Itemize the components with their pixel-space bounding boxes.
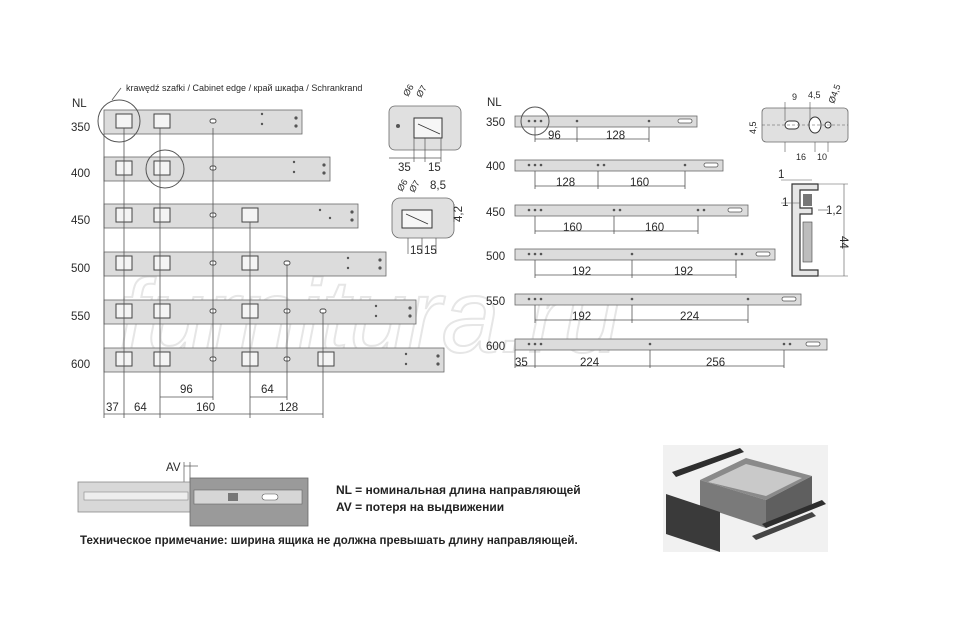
detail-rt-dim-10: 10 bbox=[817, 152, 827, 162]
right-row-label-450: 450 bbox=[486, 207, 505, 219]
right-row-label-550: 550 bbox=[486, 296, 505, 308]
detail-lower-dim-4-2: 4,2 bbox=[453, 206, 465, 222]
right-nl-header: NL bbox=[487, 97, 502, 109]
right-rail-450 bbox=[514, 204, 749, 217]
right-dim-600-b: 224 bbox=[580, 357, 600, 369]
left-row-label-350: 350 bbox=[71, 122, 90, 134]
right-rail-400 bbox=[514, 159, 724, 172]
right-dim-350-b: 128 bbox=[606, 130, 625, 142]
left-reference-lines bbox=[103, 128, 324, 418]
right-dim-550-a: 192 bbox=[572, 311, 591, 323]
left-rail-450 bbox=[103, 203, 359, 229]
detail-lower-dim-15a: 15 bbox=[410, 245, 423, 257]
av-diagram: AV bbox=[77, 462, 309, 527]
left-nl-header: NL bbox=[72, 98, 87, 110]
detail-rt-dim-16: 16 bbox=[796, 152, 806, 162]
profile-dim-1-mid: 1 bbox=[782, 197, 788, 209]
detail-rt-dim-4-5-side: 4,5 bbox=[748, 121, 758, 134]
left-rail-400 bbox=[103, 156, 331, 182]
left-dim-96: 96 bbox=[180, 384, 193, 396]
detail-lower-dia-6: Ø6 bbox=[395, 178, 410, 193]
left-dim-64-top: 64 bbox=[261, 384, 274, 396]
left-rail-end-holes bbox=[260, 112, 440, 366]
left-row-label-400: 400 bbox=[71, 168, 90, 180]
right-rail-holes bbox=[527, 119, 792, 346]
left-detail-circle-2 bbox=[145, 149, 185, 189]
right-rail-500 bbox=[514, 248, 776, 261]
right-row-label-500: 500 bbox=[486, 251, 505, 263]
left-rail-550 bbox=[103, 299, 417, 325]
left-rail-diagram: NL krawędź szafki / Cabinet edge / край … bbox=[71, 83, 445, 418]
right-rail-600 bbox=[514, 338, 828, 351]
left-dim-64: 64 bbox=[134, 402, 147, 414]
right-dim-350-a: 96 bbox=[548, 130, 561, 142]
detail-upper: Ø6 Ø7 35 15 bbox=[388, 83, 462, 174]
right-rail-slots bbox=[677, 118, 821, 347]
right-dim-450-b: 160 bbox=[645, 222, 664, 234]
technical-note: Техническое примечание: ширина ящика не … bbox=[80, 535, 578, 547]
detail-lower-dim-8-5: 8,5 bbox=[430, 180, 446, 192]
detail-rt-dim-9: 9 bbox=[792, 92, 797, 102]
profile-dim-44: 44 bbox=[837, 236, 849, 249]
detail-rt-dim-4-5: 4,5 bbox=[808, 90, 821, 100]
drawer-product-image bbox=[663, 445, 828, 552]
detail-lower: Ø6 Ø7 8,5 4,2 15 15 bbox=[391, 178, 465, 257]
left-dim-37: 37 bbox=[106, 402, 119, 414]
left-dim-160: 160 bbox=[196, 402, 215, 414]
right-row-label-350: 350 bbox=[486, 117, 505, 129]
profile-dim-1-2: 1,2 bbox=[826, 205, 842, 217]
legend-av: AV = потеря на выдвижении bbox=[336, 500, 504, 514]
detail-upper-dim-15: 15 bbox=[428, 162, 441, 174]
detail-upper-dia-7: Ø7 bbox=[414, 84, 429, 99]
left-detail-circle-1 bbox=[97, 99, 141, 143]
cabinet-edge-label: krawędź szafki / Cabinet edge / край шка… bbox=[126, 83, 362, 93]
rail-profile: 1 1 1,2 44 bbox=[778, 169, 849, 277]
right-rail-350 bbox=[514, 115, 698, 128]
left-row-label-450: 450 bbox=[71, 215, 90, 227]
right-dim-400-b: 160 bbox=[630, 177, 649, 189]
av-label: AV bbox=[166, 462, 181, 474]
detail-lower-dia-7: Ø7 bbox=[407, 179, 422, 194]
right-dim-400-a: 128 bbox=[556, 177, 575, 189]
right-rail-550 bbox=[514, 293, 802, 306]
left-row-label-600: 600 bbox=[71, 359, 90, 371]
right-row-label-600: 600 bbox=[486, 341, 505, 353]
profile-dim-1-top: 1 bbox=[778, 169, 784, 181]
left-row-label-500: 500 bbox=[71, 263, 90, 275]
detail-right-top: 9 4,5 Ø4,5 4,5 16 10 bbox=[748, 83, 849, 162]
right-dim-600-c: 256 bbox=[706, 357, 725, 369]
detail-lower-dim-15b: 15 bbox=[424, 245, 437, 257]
left-dim-128: 128 bbox=[279, 402, 298, 414]
right-dimension-lines bbox=[514, 127, 785, 368]
right-dim-500-a: 192 bbox=[572, 266, 591, 278]
right-dim-600-a: 35 bbox=[515, 357, 528, 369]
detail-rt-dia-4-5: Ø4,5 bbox=[826, 83, 842, 105]
right-row-label-400: 400 bbox=[486, 161, 505, 173]
legend-nl: NL = номинальная длина направляющей bbox=[336, 483, 581, 497]
right-dim-500-b: 192 bbox=[674, 266, 693, 278]
left-dimension-lines bbox=[104, 396, 323, 415]
detail-upper-dim-35: 35 bbox=[398, 162, 411, 174]
right-dim-450-a: 160 bbox=[563, 222, 582, 234]
right-dim-550-b: 224 bbox=[680, 311, 700, 323]
right-rail-diagram: NL 350 400 450 500 550 600 bbox=[486, 97, 828, 369]
detail-upper-dia-6: Ø6 bbox=[401, 83, 416, 98]
left-rail-350 bbox=[103, 109, 303, 135]
cabinet-edge-leader bbox=[111, 87, 122, 101]
left-row-label-550: 550 bbox=[71, 311, 90, 323]
